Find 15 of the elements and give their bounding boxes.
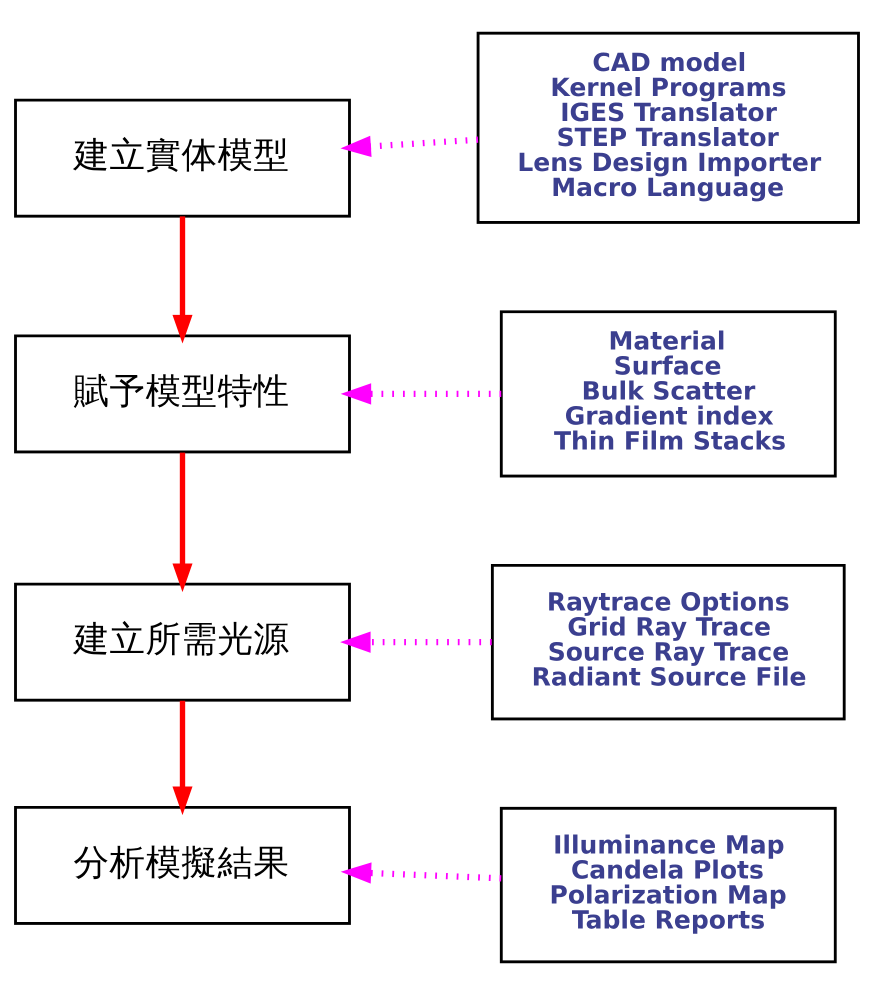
node-box: Illuminance Map Candela Plots Polarization Map Table Reports (500, 806, 837, 963)
node-box: 分析模擬結果 (14, 805, 351, 924)
arrow (172, 216, 193, 344)
arrow (340, 382, 502, 404)
arrow (340, 631, 492, 652)
arrow (340, 135, 478, 157)
node-box: CAD model Kernel Programs IGES Translator STEP Translator Lens Design Importer Macro Language (476, 31, 860, 224)
node-box: 建立實体模型 (14, 98, 351, 218)
node-box: 賦予模型特性 (14, 334, 351, 453)
node-box: 建立所需光源 (14, 582, 351, 702)
arrow (172, 452, 193, 592)
node-box: Raytrace Options Grid Ray Trace Source Ray Trace Radiant Source File (490, 563, 846, 720)
arrow (172, 700, 193, 815)
node-box: Material Surface Bulk Scatter Gradient index Thin Film Stacks (500, 310, 837, 477)
arrow (340, 862, 502, 884)
